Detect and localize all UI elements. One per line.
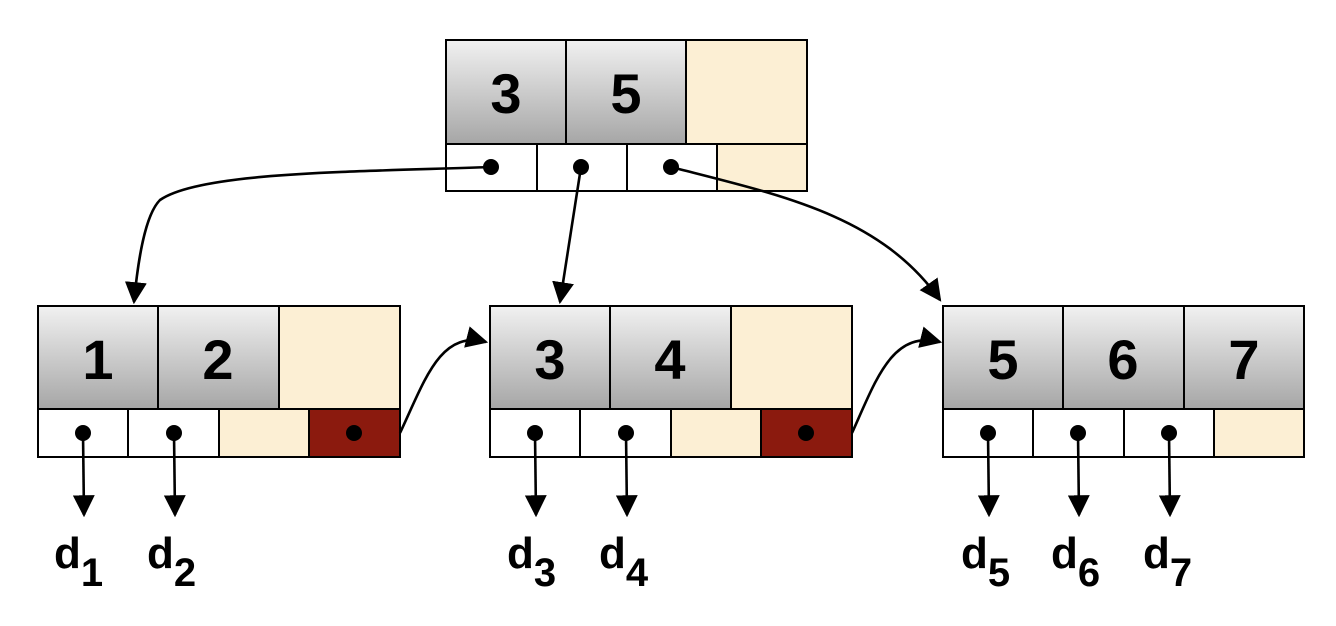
root-key-2-text: 5 — [610, 62, 641, 125]
data-label-d6: d6 — [1051, 529, 1100, 595]
root-key-1-text: 3 — [490, 62, 521, 125]
data-label-d3: d3 — [507, 529, 556, 595]
root-pointer-4-empty — [716, 143, 808, 192]
leaf-1-data-2-arrow — [163, 432, 186, 518]
root-key-1 — [445, 39, 567, 145]
leaf-2-to-leaf-3-arrow — [850, 326, 943, 434]
leaf-2-key-3-empty — [730, 305, 853, 410]
leaf-3-key-1-text: 5 — [987, 328, 1018, 391]
leaf-1-data-1-arrow — [72, 432, 95, 518]
leaf-3-key-2-text: 6 — [1107, 328, 1138, 391]
data-label-d4: d4 — [599, 529, 649, 595]
leaf-1-to-leaf-2-arrow — [398, 326, 489, 434]
leaf-3-key-2 — [1062, 305, 1185, 410]
root-key-3-empty — [685, 39, 808, 145]
data-label-d1: d1 — [54, 529, 103, 595]
leaf-3-key-1 — [942, 305, 1064, 410]
leaf-node-3: 5 6 7 — [942, 305, 1305, 458]
leaf-1-next-pointer — [308, 408, 401, 458]
root-to-leaf-3-arrow — [670, 165, 942, 302]
root-node: 3 5 — [445, 39, 808, 192]
leaf-1-next-pointer-dot — [346, 425, 362, 441]
leaf-2-pointer-3-empty — [670, 408, 762, 458]
leaf-3-data-2-arrow — [1067, 432, 1090, 518]
root-pointer-3 — [626, 143, 718, 192]
leaf-2-data-2-arrow — [615, 432, 638, 518]
leaf-3-pointer-4-empty — [1213, 408, 1305, 458]
leaf-1-key-3-empty — [278, 305, 401, 410]
leaf-1-key-1 — [37, 305, 159, 410]
data-label-d2: d2 — [147, 529, 196, 595]
leaf-3-key-3 — [1183, 305, 1305, 410]
leaf-node-1: 1 2 — [37, 305, 401, 458]
leaf-3-data-1-arrow — [977, 432, 1000, 518]
leaf-2-key-1-text: 3 — [534, 328, 565, 391]
data-label-d5: d5 — [961, 529, 1010, 595]
leaf-2-key-1 — [489, 305, 611, 410]
leaf-1-key-2-text: 2 — [202, 328, 233, 391]
root-to-leaf-2-arrow — [552, 166, 583, 305]
leaf-2-next-pointer-dot — [798, 425, 814, 441]
leaf-1-pointer-3-empty — [218, 408, 310, 458]
leaf-3-key-3-text: 7 — [1228, 328, 1259, 391]
data-label-d7: d7 — [1143, 529, 1192, 595]
leaf-2-key-2-text: 4 — [654, 328, 685, 391]
leaf-1-key-2 — [157, 305, 280, 410]
leaf-3-data-3-arrow — [1158, 432, 1181, 518]
root-key-2 — [565, 39, 687, 145]
leaf-1-key-1-text: 1 — [82, 328, 113, 391]
root-to-leaf-1-arrow — [124, 165, 492, 305]
leaf-node-2: 3 4 — [489, 305, 853, 458]
leaf-2-data-1-arrow — [524, 432, 547, 518]
